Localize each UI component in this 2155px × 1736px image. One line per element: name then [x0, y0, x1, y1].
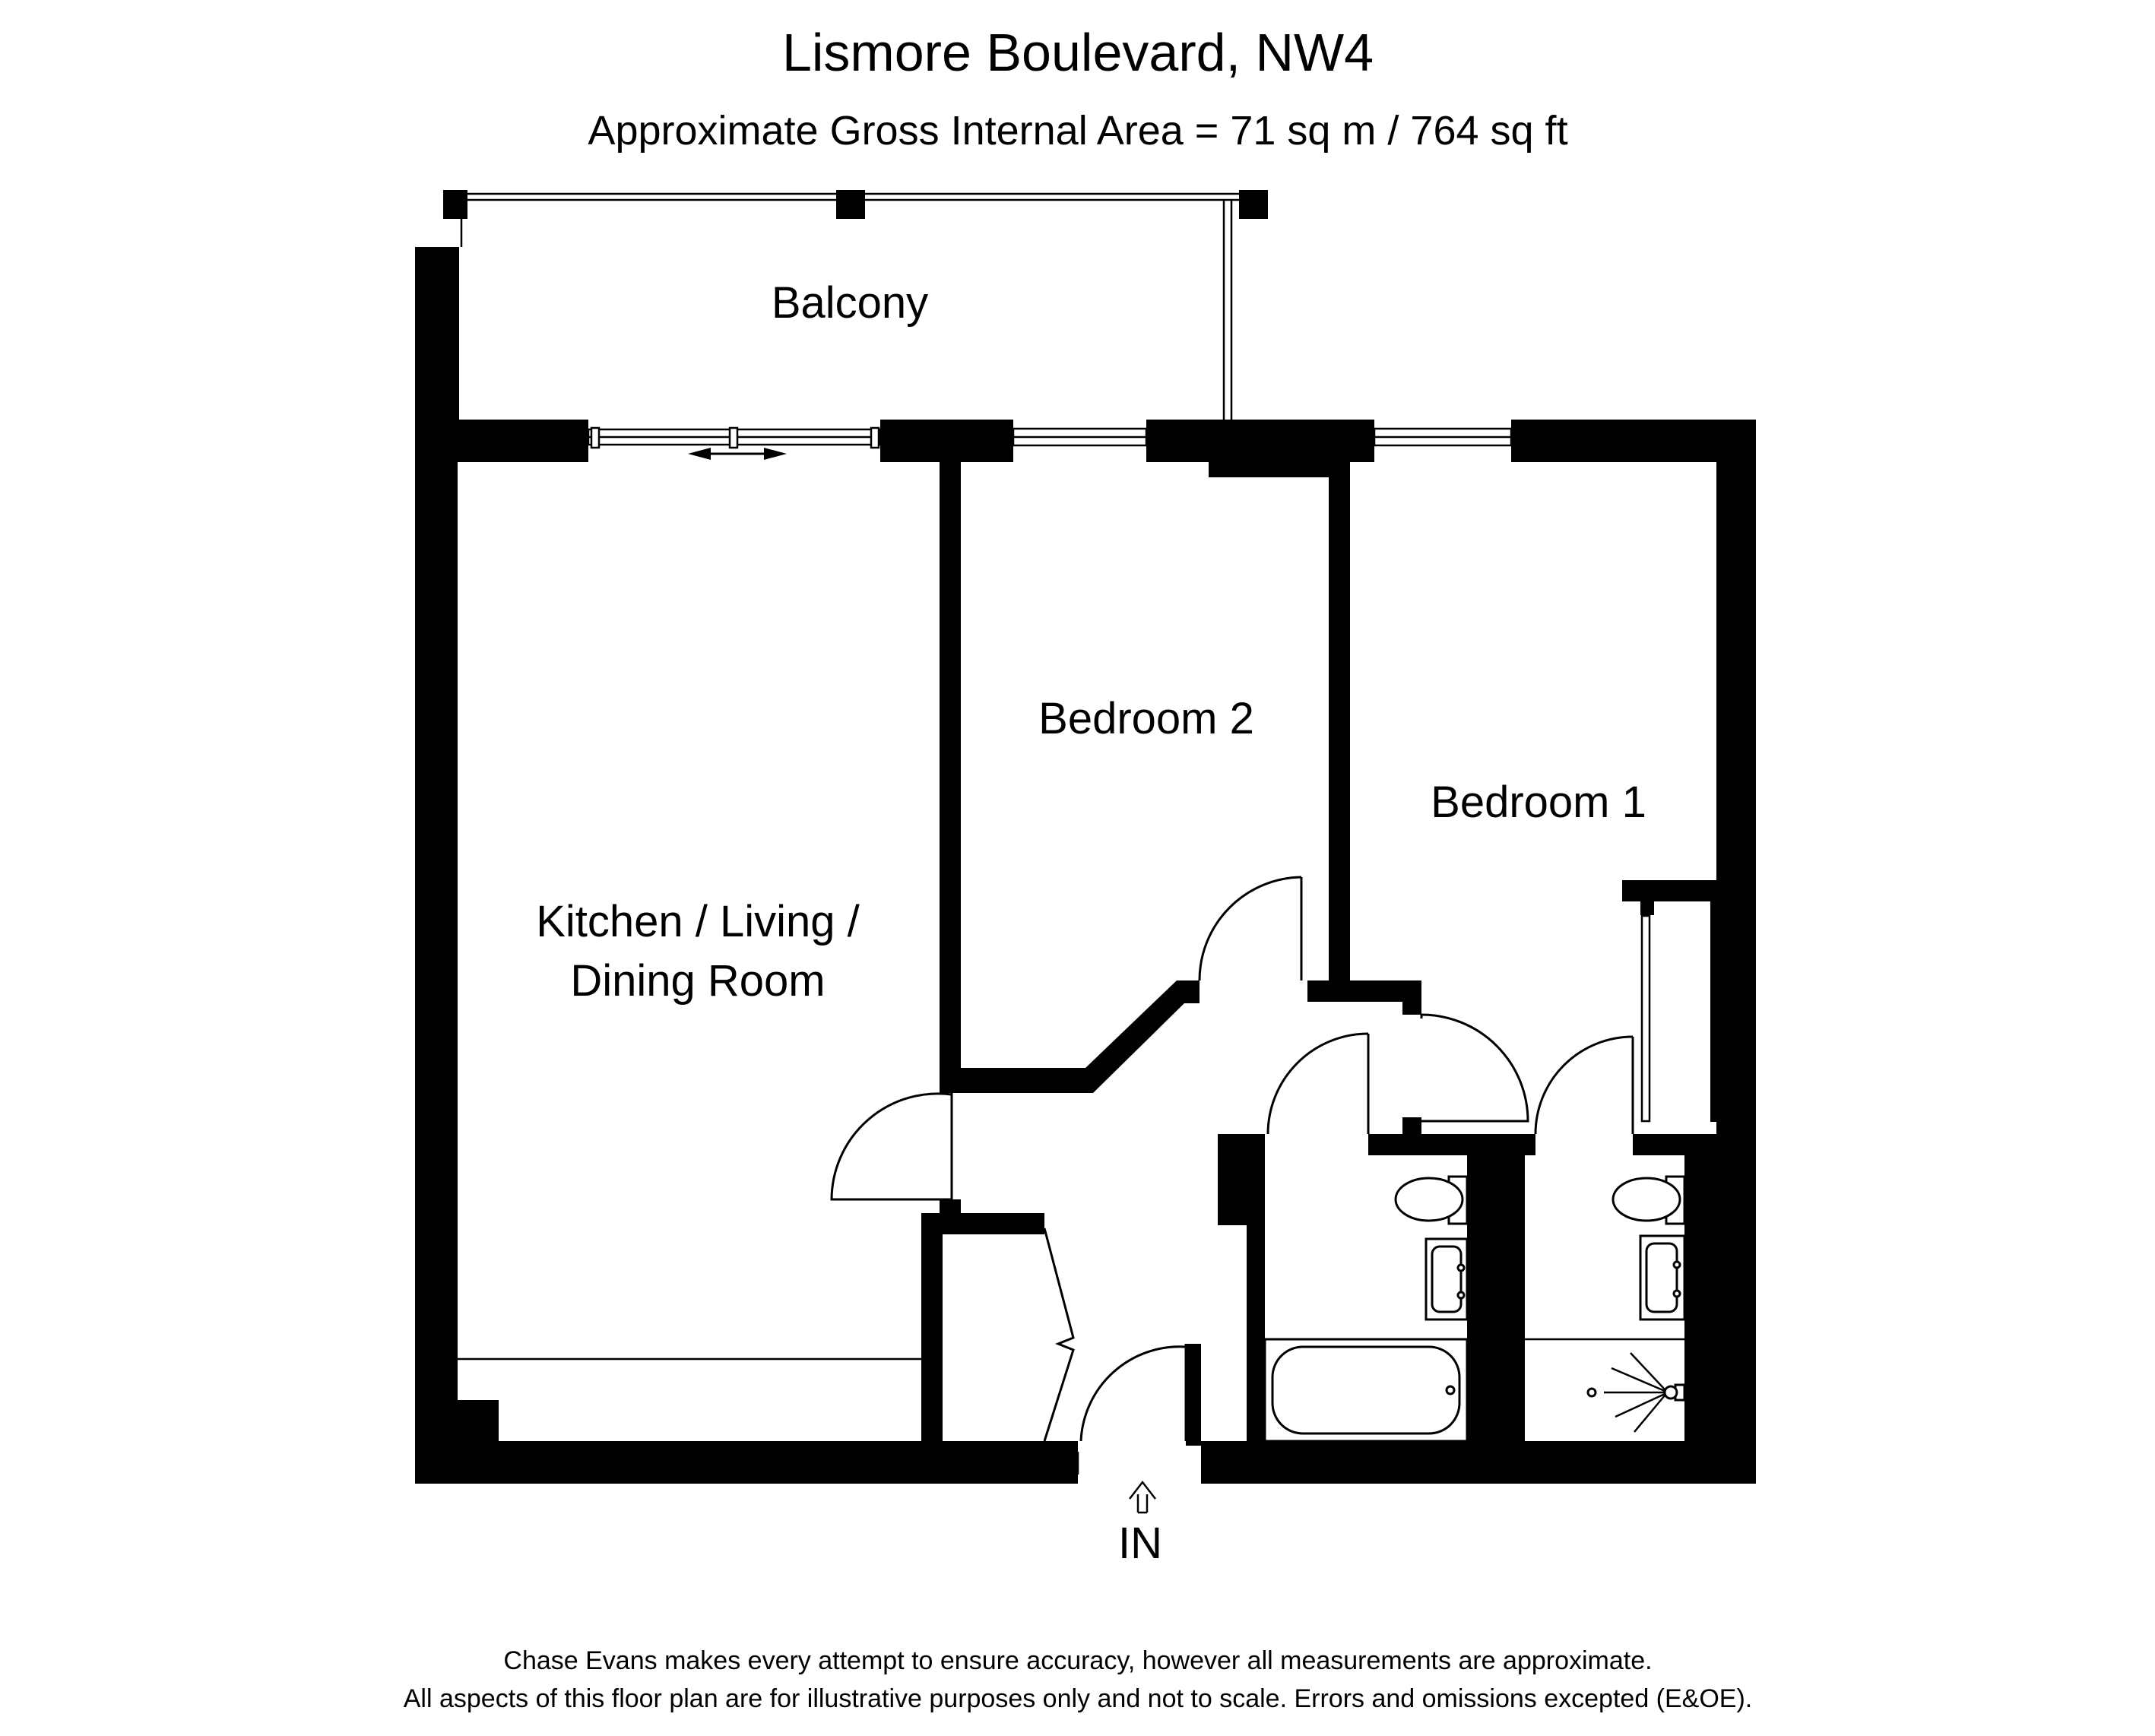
bathtub [1271, 1345, 1461, 1435]
wall-cupboard-jamb [1029, 1213, 1044, 1228]
wardrobe-door [1640, 914, 1651, 1123]
wall-top-left [415, 420, 588, 462]
disclaimer-line-1: Chase Evans makes every attempt to ensur… [503, 1646, 1652, 1675]
balcony-post-left [443, 190, 467, 219]
wall-bed1-lower-stub [1402, 980, 1421, 1015]
bath-basin [1431, 1245, 1463, 1313]
sliding-door-jamb-mid [728, 426, 739, 449]
room-label-bedroom-2: Bedroom 2 [1038, 694, 1254, 743]
entrance-label: IN [1118, 1519, 1162, 1568]
wall-living-bed2 [940, 462, 961, 1093]
wall-cupboard-left [921, 1213, 943, 1441]
wall-bath-ensuite [1467, 1134, 1525, 1446]
openings [587, 426, 1513, 460]
wall-bottom-left [415, 1441, 1078, 1484]
shower-spray-4 [1611, 1367, 1665, 1392]
wall-wardrobe-top [1622, 880, 1716, 901]
wall-bath-top-stub [1402, 1117, 1421, 1140]
wall-entrance-right-jamb [1186, 1344, 1201, 1446]
bathroom-fixtures [1263, 1175, 1686, 1443]
bath-wc-bowl [1394, 1177, 1464, 1222]
internal-walls [921, 462, 1756, 1446]
plan-title: Lismore Boulevard, NW4 [782, 23, 1374, 82]
ensuite-basin-tap-1 [1672, 1260, 1681, 1269]
wall-bath-left [1247, 1134, 1265, 1446]
shower-spray-5 [1615, 1392, 1665, 1418]
wall-left-upper [415, 247, 459, 422]
wall-bottom-right [1201, 1441, 1756, 1484]
balcony-post-right [1239, 190, 1268, 219]
bathtub-drain [1445, 1385, 1456, 1395]
door-ensuite-swing [1534, 1035, 1634, 1135]
door-bath-swing [1266, 1032, 1369, 1135]
door-cupboard-bifold [1043, 1228, 1075, 1442]
external-walls [415, 247, 1756, 1484]
room-label-living-line1: Kitchen / Living / [536, 897, 860, 946]
bath-basin-tap-1 [1456, 1263, 1466, 1272]
wall-bed2-bed1 [1329, 462, 1350, 980]
shower-spray-2 [1630, 1352, 1665, 1390]
ensuite-basin [1645, 1242, 1678, 1313]
shower-head [1663, 1385, 1678, 1400]
ensuite-wc-bowl [1611, 1177, 1681, 1222]
door-living-swing [830, 1092, 952, 1201]
bath-basin-tap-2 [1456, 1291, 1466, 1300]
door-bed2-swing [1198, 876, 1302, 981]
door-entrance-swing [1079, 1345, 1187, 1442]
balcony: Balcony [443, 190, 1268, 420]
wall-top-mid-a [880, 420, 1013, 462]
wall-bed2-diagonal [961, 980, 1200, 1093]
sliding-door-jamb-right [870, 426, 880, 449]
sliding-door-jamb-left [590, 426, 601, 449]
area-summary: Approximate Gross Internal Area = 71 sq … [588, 108, 1567, 154]
disclaimer-line-2: All aspects of this floor plan are for i… [404, 1684, 1753, 1713]
doors [830, 876, 1634, 1475]
wall-bed2-header [1209, 462, 1350, 477]
entrance-marker: IN [1118, 1480, 1162, 1568]
ensuite-basin-tap-2 [1672, 1289, 1681, 1298]
wall-corner-block [415, 1400, 499, 1446]
wall-wardrobe-back [1710, 901, 1716, 1122]
wall-top-mid-b [1146, 420, 1374, 462]
shower-drain [1586, 1387, 1597, 1398]
balcony-post-mid [836, 190, 865, 219]
shower-spray-3 [1634, 1395, 1665, 1433]
room-label-living-line2: Dining Room [570, 956, 825, 1006]
slide-arrow-left [688, 448, 711, 460]
wall-ensuite-right [1684, 1134, 1756, 1446]
door-bed1-swing [1421, 1013, 1529, 1123]
wall-cupboard-stub [940, 1199, 961, 1222]
wall-top-right [1511, 420, 1756, 462]
wall-left [415, 420, 458, 1484]
entrance-arrow-head [1129, 1480, 1156, 1500]
slide-arrow-right [764, 448, 787, 460]
room-label-balcony: Balcony [772, 278, 928, 328]
room-label-bedroom-1: Bedroom 1 [1431, 778, 1646, 827]
wall-wardrobe-stub [1640, 901, 1654, 915]
